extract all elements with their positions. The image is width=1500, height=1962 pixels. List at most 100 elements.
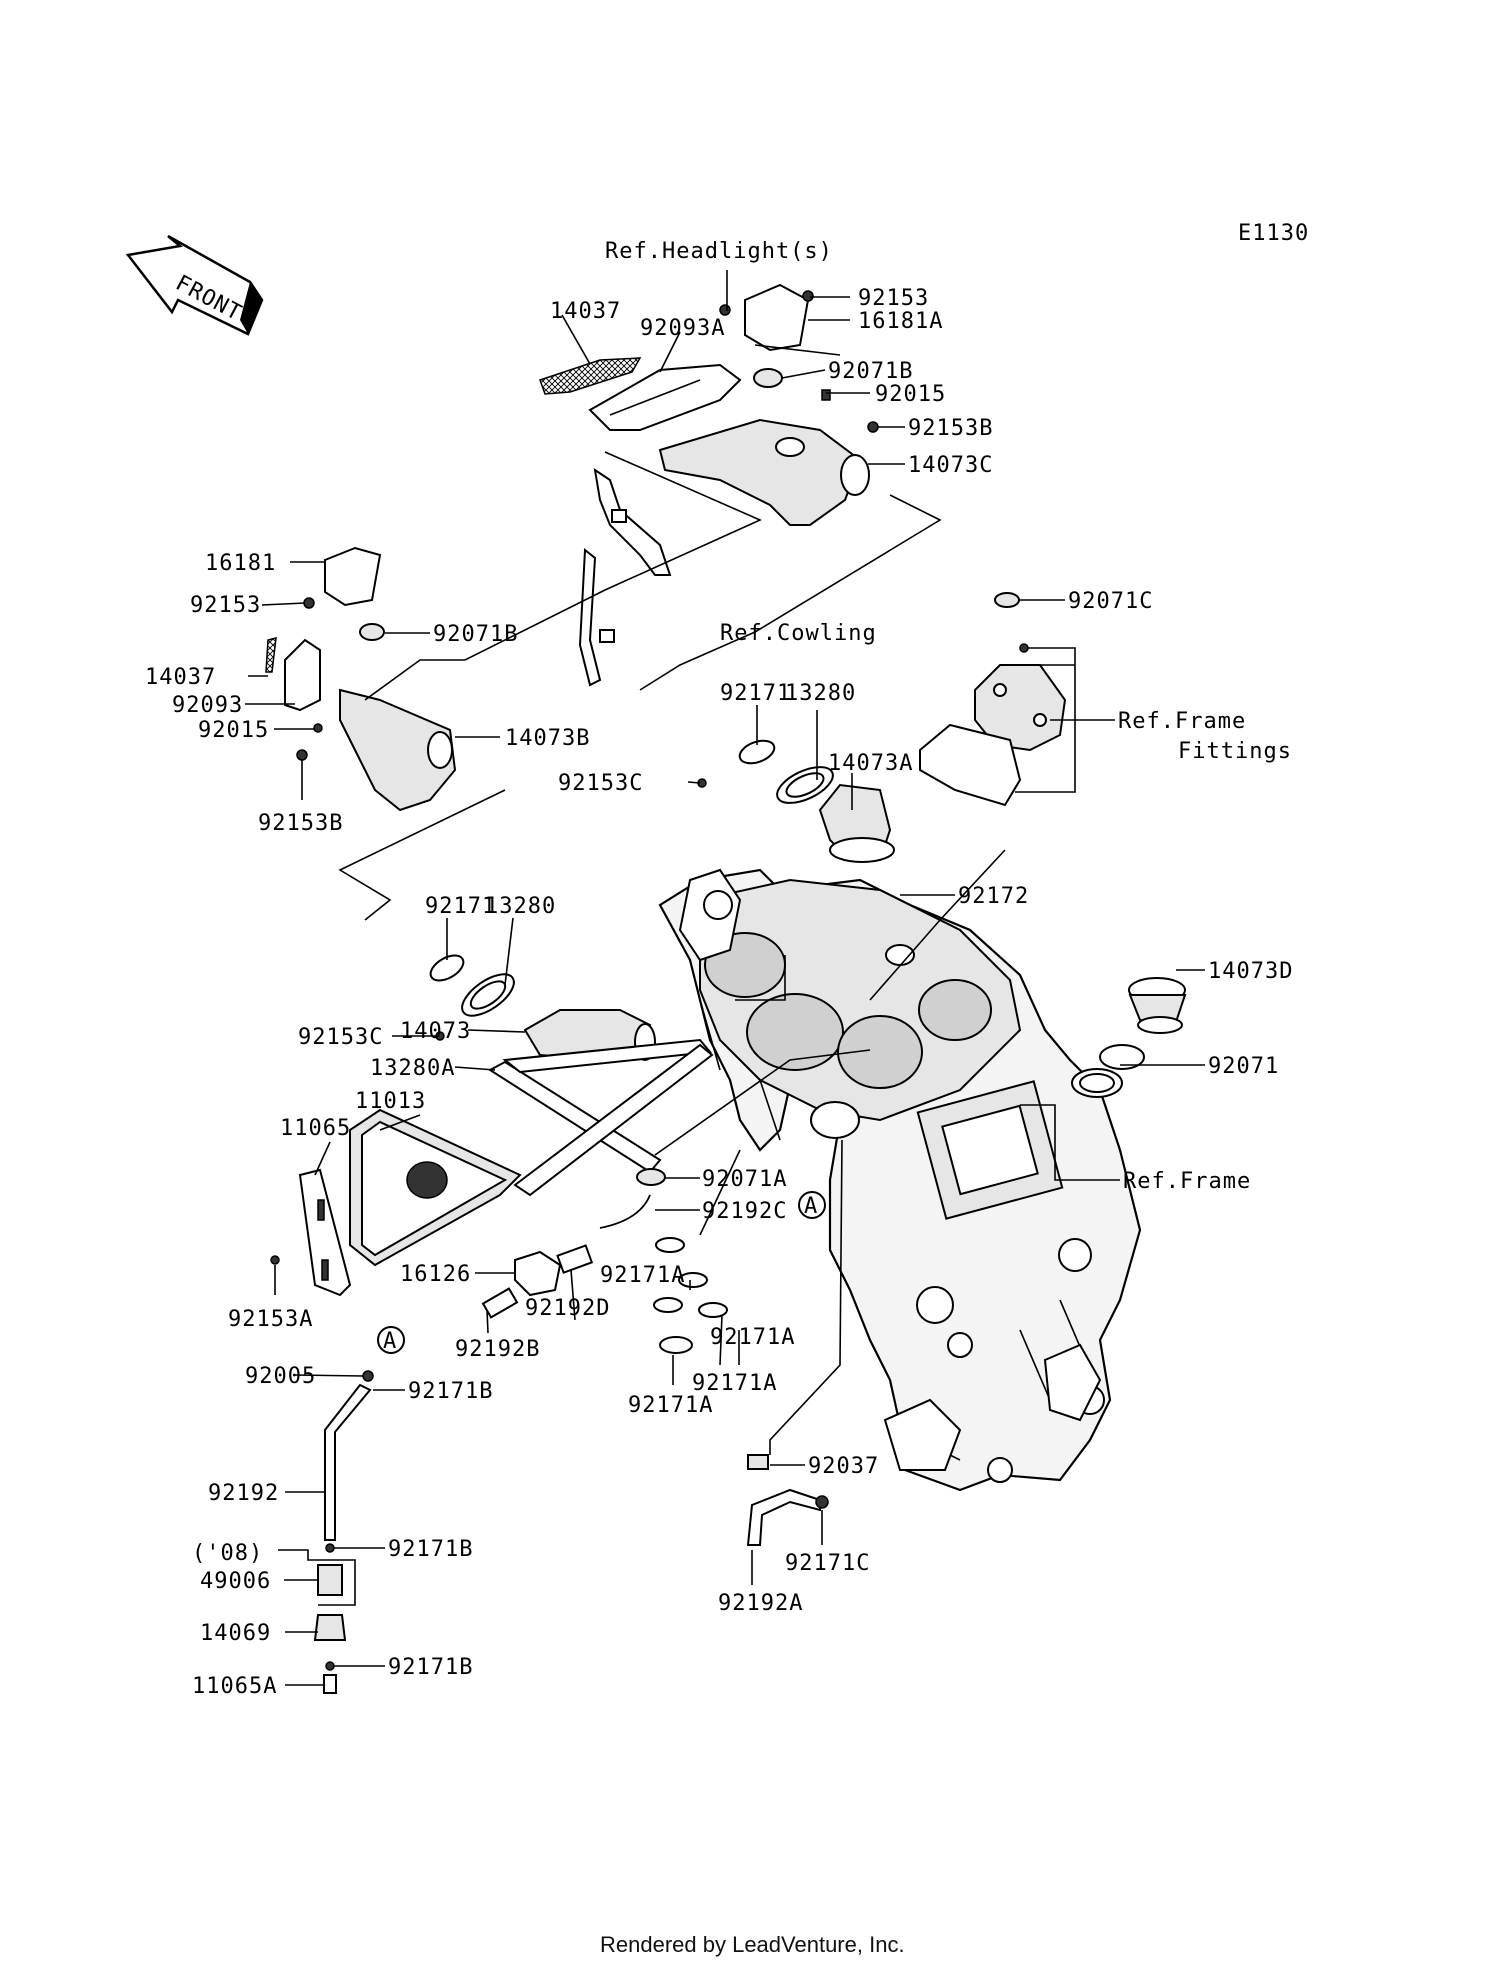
cowling-bracket <box>593 467 672 576</box>
label-92171B-2: 92171B <box>388 1537 473 1562</box>
label-92071: 92071 <box>1208 1054 1279 1079</box>
label-92153-top: 92153 <box>858 286 929 311</box>
part-92071A <box>636 1168 666 1186</box>
label-92192D: 92192D <box>525 1296 610 1321</box>
label-92171-left: 92171 <box>425 894 496 919</box>
label-92171A-3: 92171A <box>692 1371 777 1396</box>
label-92171B-3: 92171B <box>388 1655 473 1680</box>
label-92153-left: 92153 <box>190 593 261 618</box>
label-92071C: 92071C <box>1068 589 1153 614</box>
label-14037-top: 14037 <box>550 299 621 324</box>
part-14069 <box>313 1614 347 1641</box>
label-92015-left: 92015 <box>198 718 269 743</box>
part-14037-top <box>539 357 642 395</box>
left-duct-assembly <box>265 546 457 812</box>
part-16126 <box>514 1250 562 1297</box>
label-92171A-4: 92171A <box>628 1393 713 1418</box>
label-92153C-left: 92153C <box>298 1025 383 1050</box>
label-14073D: 14073D <box>1208 959 1293 984</box>
part-92071B-left <box>359 623 385 641</box>
part-92037 <box>747 1454 769 1470</box>
label-92005: 92005 <box>245 1364 316 1389</box>
front-arrow-icon: FRONT <box>125 234 264 336</box>
part-14073B <box>339 688 457 812</box>
label-92037: 92037 <box>808 1454 879 1479</box>
label-92093: 92093 <box>172 693 243 718</box>
valve-hoses <box>481 1168 728 1354</box>
label-16126: 16126 <box>400 1262 471 1287</box>
label-92153B-top: 92153B <box>908 416 993 441</box>
label-92192: 92192 <box>208 1481 279 1506</box>
part-14037-left <box>265 637 277 673</box>
part-labels: Ref.Headlight(s) 92153 14037 92093A 1618… <box>145 239 1293 1699</box>
label-14073: 14073 <box>400 1019 471 1044</box>
main-frame <box>658 868 1142 1492</box>
diagram-id: E1130 <box>1238 221 1309 246</box>
label-92171A-2: 92171A <box>710 1325 795 1350</box>
drain-hose <box>746 1454 829 1546</box>
part-92093A <box>588 363 742 431</box>
ref-frame-fittings-1: Ref.Frame <box>1118 709 1246 734</box>
part-49006 <box>317 1564 343 1596</box>
svg-text:A: A <box>383 1329 397 1354</box>
label-92171-right: 92171 <box>720 681 791 706</box>
part-11065A <box>323 1674 337 1694</box>
label-92171C: 92171C <box>785 1551 870 1576</box>
label-92192C: 92192C <box>702 1199 787 1224</box>
label-49006: 49006 <box>200 1569 271 1594</box>
ref-frame-fittings-2: Fittings <box>1178 739 1292 764</box>
frame-fitting-cover <box>919 723 1022 807</box>
label-11065: 11065 <box>280 1116 351 1141</box>
part-92192 <box>324 1383 372 1541</box>
label-92192B: 92192B <box>455 1337 540 1362</box>
ref-cowling: Ref.Cowling <box>720 621 877 646</box>
upper-duct-assembly <box>539 283 879 687</box>
label-92153A: 92153A <box>228 1307 313 1332</box>
label-13280-left: 13280 <box>485 894 556 919</box>
part-16181A <box>744 283 810 352</box>
label-11065A: 11065A <box>192 1674 277 1699</box>
marker-a-left <box>377 1326 405 1354</box>
right-intake <box>697 739 895 863</box>
marker-a-frame <box>798 1191 826 1219</box>
label-92153C-right: 92153C <box>558 771 643 796</box>
svg-text:A: A <box>804 1194 818 1219</box>
label-16181A: 16181A <box>858 309 943 334</box>
label-14069: 14069 <box>200 1621 271 1646</box>
part-92093 <box>284 638 321 712</box>
part-92192A <box>746 1488 821 1546</box>
label-13280-right: 13280 <box>785 681 856 706</box>
label-92171A-1: 92171A <box>600 1263 685 1288</box>
part-92192B <box>481 1287 519 1319</box>
label-92171B-1: 92171B <box>408 1379 493 1404</box>
label-13280A: 13280A <box>370 1056 455 1081</box>
label-92071B-top: 92071B <box>828 359 913 384</box>
label-92153B-left: 92153B <box>258 811 343 836</box>
ref-frame: Ref.Frame <box>1123 1169 1251 1194</box>
label-14073B: 14073B <box>505 726 590 751</box>
right-intake-2 <box>1071 977 1187 1098</box>
part-16181 <box>324 546 382 607</box>
footer-credit: Rendered by LeadVenture, Inc. <box>600 1932 905 1957</box>
label-92015-top: 92015 <box>875 382 946 407</box>
part-14073C <box>658 418 862 526</box>
label-16181: 16181 <box>205 551 276 576</box>
label-14037-left: 14037 <box>145 665 216 690</box>
part-92071B-top <box>753 368 783 388</box>
label-92192A: 92192A <box>718 1591 803 1616</box>
label-92093A: 92093A <box>640 316 725 341</box>
label-92071A: 92071A <box>702 1167 787 1192</box>
label-14073A: 14073A <box>828 751 913 776</box>
ref-headlight: Ref.Headlight(s) <box>605 239 833 264</box>
label-14073C: 14073C <box>908 453 993 478</box>
label-11013: 11013 <box>355 1089 426 1114</box>
year-note: ('08) <box>192 1541 263 1566</box>
label-92071B-left: 92071B <box>433 622 518 647</box>
leader-lines <box>245 270 1205 1686</box>
breather-hose: A <box>313 1326 405 1694</box>
label-92172: 92172 <box>958 884 1029 909</box>
right-fittings <box>919 592 1067 807</box>
air-filter-group <box>270 1038 714 1297</box>
part-92071-ring <box>1099 1044 1145 1070</box>
